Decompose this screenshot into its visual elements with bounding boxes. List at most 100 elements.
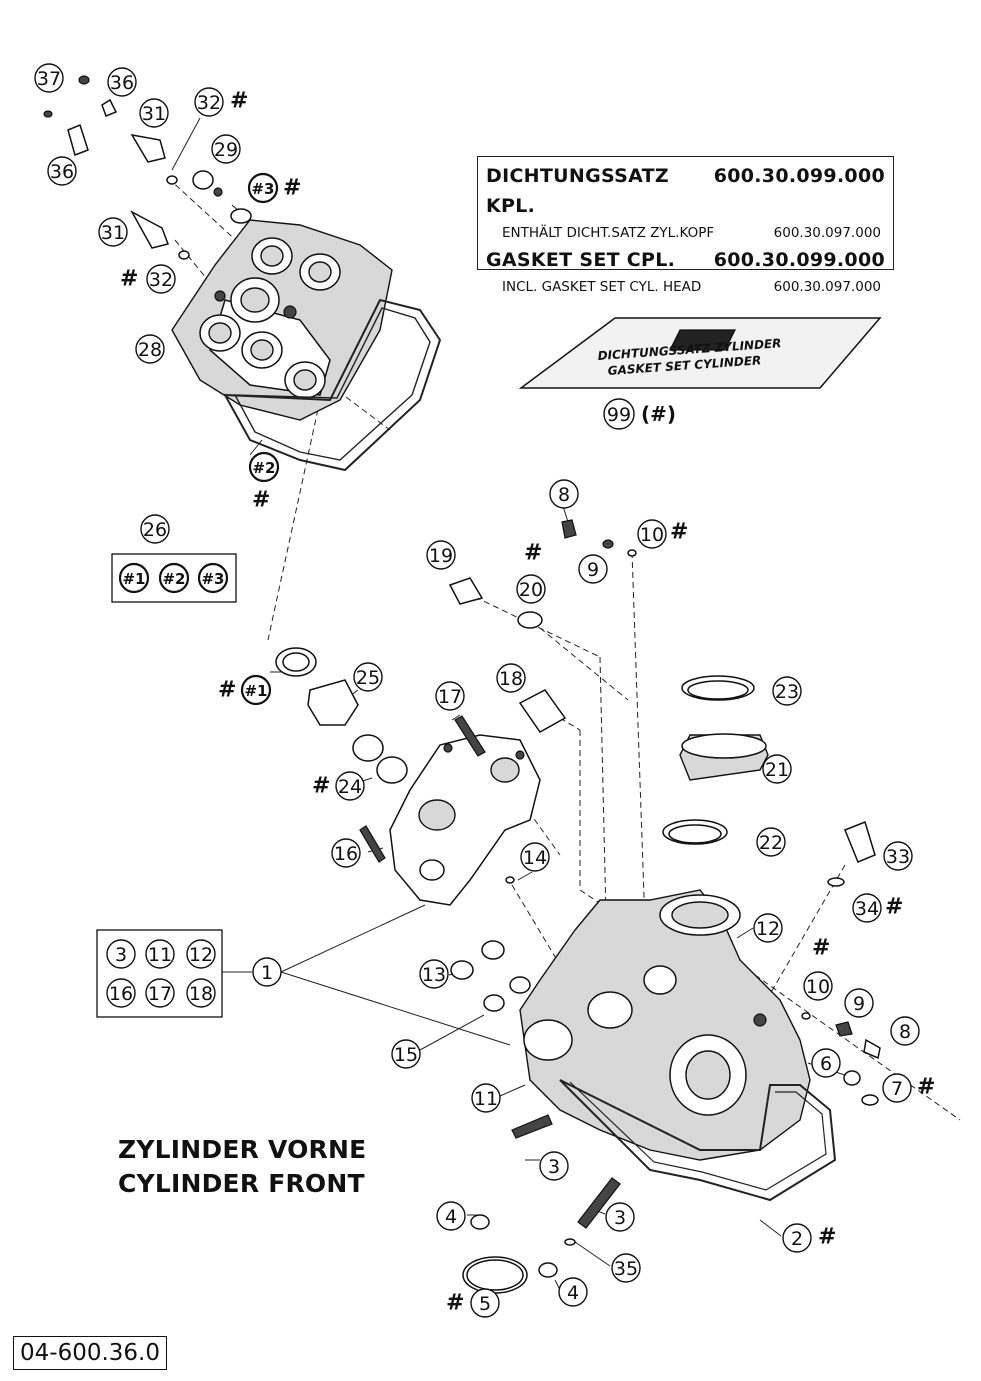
svg-text:32: 32 bbox=[197, 92, 221, 114]
cup-and-shims bbox=[275, 647, 408, 784]
hash-32-top: # bbox=[230, 89, 248, 114]
small-parts-bottom bbox=[450, 940, 881, 1294]
svg-text:10: 10 bbox=[640, 524, 664, 546]
svg-text:35: 35 bbox=[614, 1258, 638, 1280]
callout-7: 7 bbox=[882, 1073, 912, 1103]
svg-text:8: 8 bbox=[558, 484, 570, 506]
hash-7: # bbox=[917, 1075, 935, 1100]
svg-text:15: 15 bbox=[394, 1044, 418, 1066]
kit-1-item-3: 3 bbox=[106, 939, 136, 969]
gasket-row-1-number: 600.30.099.000 bbox=[713, 165, 885, 187]
svg-text:12: 12 bbox=[189, 944, 213, 966]
callout-31-left: 31 bbox=[98, 217, 128, 247]
svg-text:26: 26 bbox=[143, 519, 167, 541]
gasket-row-3-number: 600.30.099.000 bbox=[713, 249, 885, 271]
svg-text:24: 24 bbox=[338, 776, 362, 798]
svg-text:19: 19 bbox=[429, 545, 453, 567]
document-number: 04-600.36.0 bbox=[13, 1336, 167, 1370]
hash-20: # bbox=[524, 541, 542, 566]
svg-text:#3: #3 bbox=[201, 570, 224, 588]
svg-text:9: 9 bbox=[587, 559, 599, 581]
gasket-row-4-number: 600.30.097.000 bbox=[773, 279, 881, 295]
callout-22: 22 bbox=[756, 827, 786, 857]
gasket-set-box: DICHTUNGSSATZ KPL. 600.30.099.000 ENTHÄL… bbox=[477, 156, 894, 295]
svg-text:#2: #2 bbox=[162, 570, 185, 588]
svg-text:3: 3 bbox=[548, 1156, 560, 1178]
callout-5: 5 bbox=[470, 1288, 500, 1318]
svg-text:9: 9 bbox=[853, 993, 865, 1015]
hash-24: # bbox=[312, 774, 330, 799]
svg-text:37: 37 bbox=[37, 68, 61, 90]
svg-text:20: 20 bbox=[519, 579, 543, 601]
callout-hash2: #2 bbox=[248, 451, 280, 483]
callout-25: 25 bbox=[353, 662, 383, 692]
callout-28: 28 bbox=[135, 334, 165, 364]
callout-12: 12 bbox=[753, 913, 783, 943]
callout-2: 2 bbox=[782, 1223, 812, 1253]
kit-26-box bbox=[111, 553, 237, 603]
callout-16: 16 bbox=[331, 838, 361, 868]
callout-9-top: 9 bbox=[578, 554, 608, 584]
callout-4-left: 4 bbox=[436, 1201, 466, 1231]
callout-33: 33 bbox=[883, 841, 913, 871]
svg-text:29: 29 bbox=[214, 139, 238, 161]
hash-1-ring: # bbox=[218, 678, 236, 703]
bolts-and-sleeves bbox=[359, 519, 637, 884]
intake-clamps-and-manifold bbox=[662, 675, 876, 887]
svg-text:23: 23 bbox=[775, 681, 799, 703]
callout-24: 24 bbox=[335, 771, 365, 801]
callout-9-bottom: 9 bbox=[844, 988, 874, 1018]
diagram-title: ZYLINDER VORNE CYLINDER FRONT bbox=[118, 1133, 366, 1201]
svg-text:11: 11 bbox=[474, 1088, 498, 1110]
callout-23: 23 bbox=[772, 676, 802, 706]
callout-14: 14 bbox=[520, 842, 550, 872]
callout-18: 18 bbox=[496, 663, 526, 693]
callout-20: 20 bbox=[516, 574, 546, 604]
kit-26-hash2: #2 bbox=[158, 562, 190, 594]
callout-19: 19 bbox=[426, 540, 456, 570]
svg-text:18: 18 bbox=[499, 668, 523, 690]
svg-text:31: 31 bbox=[142, 103, 166, 125]
svg-text:8: 8 bbox=[899, 1021, 911, 1043]
callout-10-top: 10 bbox=[637, 519, 667, 549]
gasket-row-3: GASKET SET CPL. 600.30.099.000 bbox=[486, 245, 885, 275]
gasket-row-1: DICHTUNGSSATZ KPL. 600.30.099.000 bbox=[486, 161, 885, 221]
cylinder-head bbox=[519, 889, 811, 1161]
callout-35: 35 bbox=[611, 1253, 641, 1283]
callout-36-left: 36 bbox=[47, 156, 77, 186]
callout-10-bottom: 10 bbox=[803, 971, 833, 1001]
svg-text:13: 13 bbox=[422, 964, 446, 986]
hash-10-top: # bbox=[670, 520, 688, 545]
callout-26: 26 bbox=[140, 514, 170, 544]
kit-1-item-18: 18 bbox=[186, 978, 216, 1008]
callout-15: 15 bbox=[391, 1039, 421, 1069]
svg-text:4: 4 bbox=[445, 1206, 457, 1228]
gasket-row-4-label: INCL. GASKET SET CYL. HEAD bbox=[502, 279, 702, 295]
callout-21: 21 bbox=[762, 754, 792, 784]
small-parts-top bbox=[43, 75, 252, 260]
svg-text:25: 25 bbox=[356, 667, 380, 689]
svg-text:18: 18 bbox=[189, 983, 213, 1005]
callout-37: 37 bbox=[34, 63, 64, 93]
kit-1-box bbox=[96, 929, 223, 1018]
ref-99-suffix: (#) bbox=[641, 402, 676, 426]
svg-text:10: 10 bbox=[806, 976, 830, 998]
camshaft-bearing-bridge bbox=[389, 734, 541, 906]
valve-cover bbox=[171, 219, 393, 421]
kit-26-hash1: #1 bbox=[118, 562, 150, 594]
svg-text:#3: #3 bbox=[251, 180, 274, 198]
hash-3-top: # bbox=[283, 176, 301, 201]
svg-text:12: 12 bbox=[756, 918, 780, 940]
gasket-row-2-number: 600.30.097.000 bbox=[773, 225, 881, 241]
svg-text:99: 99 bbox=[607, 404, 631, 426]
svg-text:22: 22 bbox=[759, 832, 783, 854]
callout-29: 29 bbox=[211, 134, 241, 164]
callout-32-left: 32 bbox=[146, 264, 176, 294]
kit-1-item-16: 16 bbox=[106, 978, 136, 1008]
hash-10-bottom: # bbox=[812, 936, 830, 961]
callout-31-top: 31 bbox=[139, 98, 169, 128]
kit-26-hash3: #3 bbox=[197, 562, 229, 594]
gasket-row-2: ENTHÄLT DICHT.SATZ ZYL.KOPF 600.30.097.0… bbox=[486, 221, 885, 245]
callout-hash3-top: #3 bbox=[247, 172, 279, 204]
